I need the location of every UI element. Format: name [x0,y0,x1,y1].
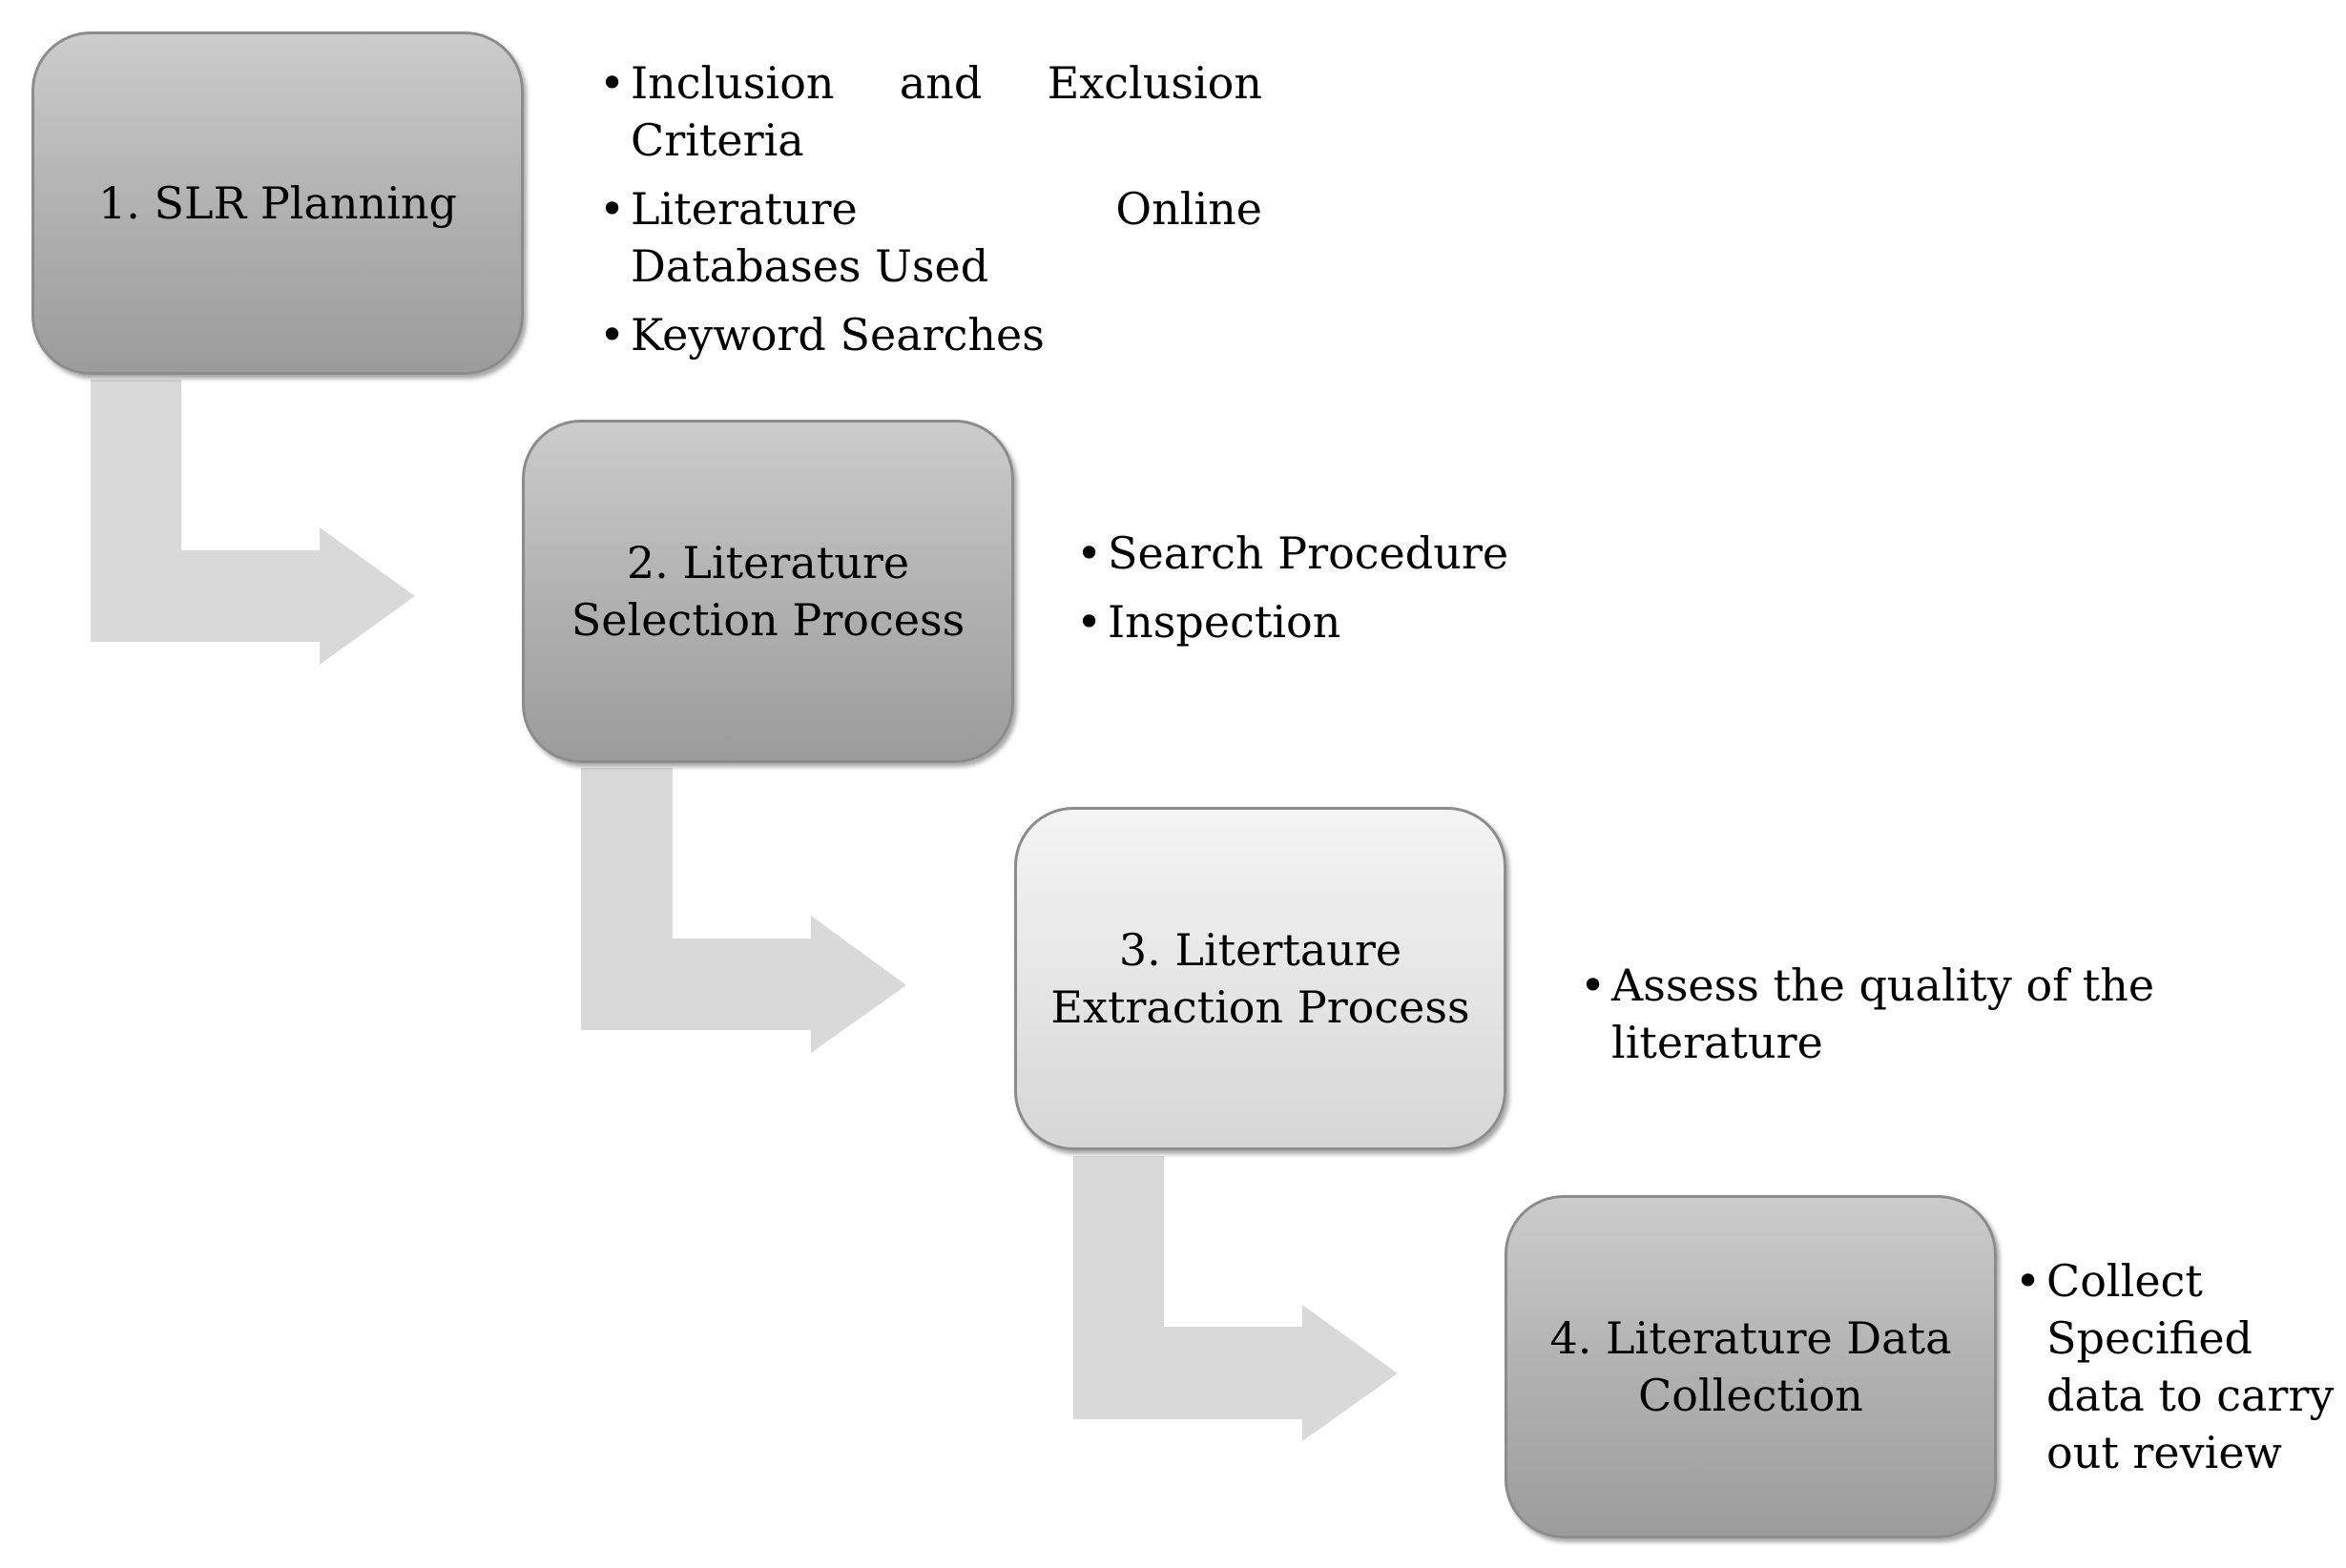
step-3-label: 3. Litertaure Extraction Process [1050,924,1470,1033]
step-3-bullets: Assess the quality of the literature [1580,957,2346,1083]
step-1-bullet: Literature Online Databases Used [599,180,1262,295]
step-4-bullets: Collect Specified data to carry out revi… [2015,1252,2335,1493]
step-3-bullet: Assess the quality of the literature [1580,957,2346,1071]
step-4-bullet: Collect Specified data to carry out revi… [2015,1252,2335,1481]
step-1-bullet: Inclusion and Exclusion Criteria [599,54,1262,169]
step-2-bullets: Search Procedure Inspection [1076,525,1649,662]
step-3-box: 3. Litertaure Extraction Process [1014,807,1506,1150]
step-4-box: 4. Literature Data Collection [1505,1195,1997,1538]
step-2-bullet: Search Procedure [1076,525,1649,582]
step-1-box: 1. SLR Planning [31,31,524,375]
arrow-step1-to-step2 [91,380,415,665]
step-1-label: 1. SLR Planning [98,177,457,229]
step-2-box: 2. Literature Selection Process [522,420,1014,763]
arrow-step3-to-step4 [1073,1156,1398,1441]
arrow-step2-to-step3 [581,768,906,1053]
step-1-bullet: Keyword Searches [599,306,1262,363]
step-2-label: 2. Literature Selection Process [571,537,965,646]
step-2-bullet: Inspection [1076,593,1649,650]
step-1-bullets: Inclusion and Exclusion Criteria Literat… [599,54,1262,375]
step-4-label: 4. Literature Data Collection [1549,1312,1952,1421]
